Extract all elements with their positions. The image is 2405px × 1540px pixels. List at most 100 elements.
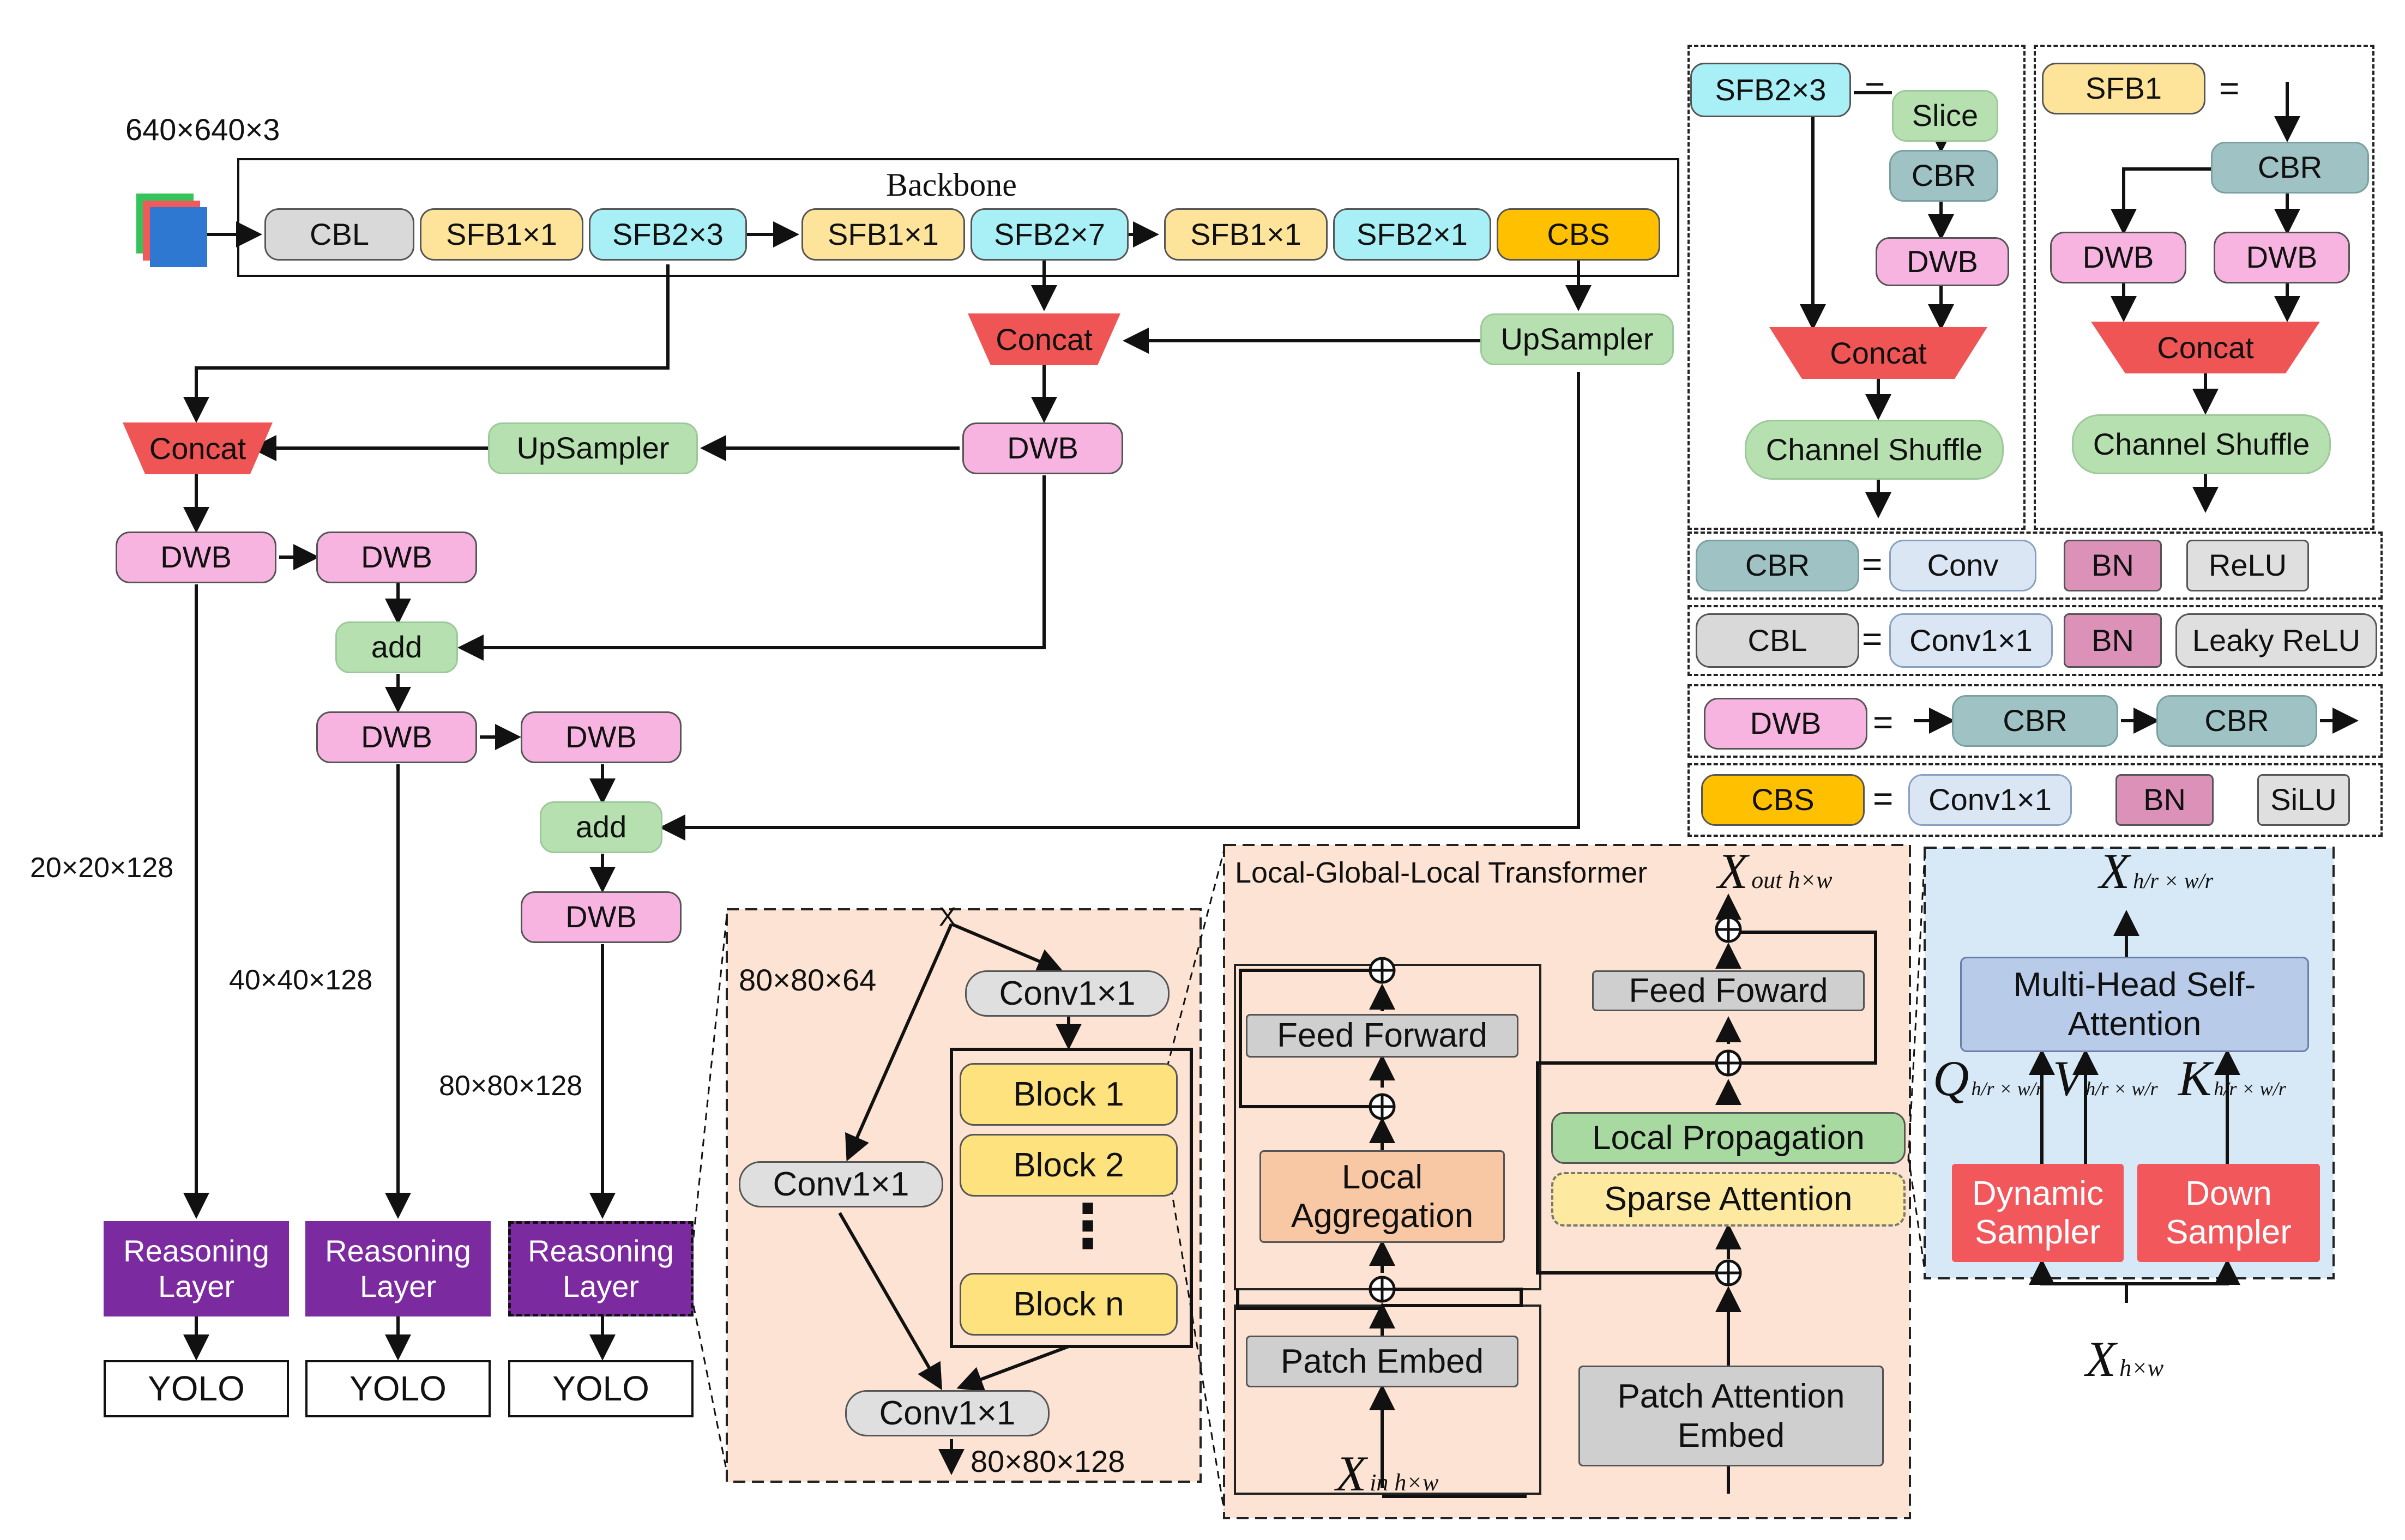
- dwb-legend-panel: [1687, 684, 2383, 758]
- legend-channel-shuffle-sfb2: Channel Shuffle: [1745, 420, 2004, 480]
- legend-eq-cbs: =: [1873, 779, 1894, 818]
- tf-patch-embed: Patch Embed: [1246, 1336, 1518, 1387]
- legend-conv1x1-cbl: Conv1×1: [1889, 613, 2053, 668]
- backbone-block-cbs: CBS: [1497, 208, 1660, 261]
- feature-size-40: 40×40×128: [229, 964, 373, 996]
- legend-cbs: CBS: [1701, 774, 1865, 826]
- legend-silu: SiLU: [2257, 774, 2350, 826]
- rd-in-size: 80×80×64: [739, 963, 877, 997]
- sfb2-legend-panel: [1687, 45, 2026, 530]
- backbone-block-sfb2-3: SFB2×3: [589, 208, 747, 261]
- legend-cbr-sfb1: CBR: [2211, 142, 2369, 194]
- legend-sfb2: SFB2×3: [1690, 63, 1851, 117]
- legend-relu: ReLU: [2186, 540, 2309, 591]
- tf-local-propagation: Local Propagation: [1551, 1112, 1906, 1164]
- rd-conv-left: Conv1×1: [739, 1161, 943, 1207]
- att-dynamic-sampler: Dynamic Sampler: [1952, 1164, 2124, 1262]
- backbone-block-cbl: CBL: [264, 208, 414, 261]
- yolo-head-3: YOLO: [508, 1360, 694, 1417]
- concat-left: Concat: [123, 422, 273, 474]
- dwb-2b: DWB: [521, 711, 682, 763]
- legend-cbr: CBR: [1696, 540, 1859, 591]
- rd-block-n: Block n: [960, 1273, 1178, 1336]
- rd-x-label: X: [939, 903, 957, 932]
- backbone-block-sfb1-2: SFB1×1: [801, 208, 965, 261]
- legend-channel-shuffle-sfb1: Channel Shuffle: [2072, 414, 2331, 474]
- legend-dwb-sfb2: DWB: [1876, 237, 2009, 286]
- add-1: add: [335, 621, 458, 673]
- att-mhsa: Multi-Head Self-Attention: [1960, 957, 2309, 1052]
- upsampler-left: UpSampler: [488, 422, 698, 474]
- backbone-block-sfb1-3: SFB1×1: [1164, 208, 1328, 261]
- sfb1-legend-panel: [2034, 45, 2374, 530]
- tf-local-aggregation: Local Aggregation: [1259, 1150, 1505, 1243]
- legend-eq-sfb2: =: [1865, 69, 1885, 108]
- cbr-legend-panel: [1687, 532, 2383, 600]
- legend-conv: Conv: [1889, 540, 2036, 591]
- att-down-sampler: Down Sampler: [2137, 1164, 2320, 1262]
- backbone-title: Backbone: [886, 167, 1017, 203]
- backbone-block-sfb1-1: SFB1×1: [420, 208, 583, 261]
- legend-bn-cbr: BN: [2064, 540, 2162, 591]
- rd-dots: ⋮: [1058, 1193, 1118, 1260]
- reasoning-layer-1: Reasoning Layer: [104, 1221, 289, 1316]
- rd-out-size: 80×80×128: [971, 1444, 1125, 1478]
- rd-block-1: Block 1: [960, 1063, 1178, 1126]
- transformer-title: Local-Global-Local Transformer: [1235, 856, 1648, 889]
- legend-eq-cbr: =: [1862, 545, 1883, 584]
- legend-concat-sfb2: Concat: [1769, 327, 1987, 379]
- dwb-1b: DWB: [316, 532, 477, 583]
- legend-cbr-sfb2: CBR: [1889, 150, 1998, 202]
- rd-conv-top: Conv1×1: [965, 970, 1170, 1017]
- yolo-head-2: YOLO: [305, 1360, 491, 1417]
- backbone-block-sfb2-1: SFB2×1: [1333, 208, 1491, 261]
- legend-dwb-cbr-2: CBR: [2156, 695, 2317, 747]
- legend-eq-cbl: =: [1862, 619, 1883, 659]
- legend-dwb: DWB: [1704, 698, 1867, 750]
- dwb-2a: DWB: [316, 711, 477, 763]
- dwb-3: DWB: [521, 891, 682, 943]
- reasoning-layer-3: Reasoning Layer: [508, 1221, 694, 1316]
- legend-dwb-sfb1-left: DWB: [2050, 232, 2186, 283]
- yolo-head-1: YOLO: [104, 1360, 289, 1417]
- tf-patch-attention-embed: Patch Attention Embed: [1578, 1366, 1884, 1466]
- legend-conv1x1-cbs: Conv1×1: [1908, 774, 2072, 826]
- legend-bn-cbs: BN: [2115, 774, 2214, 826]
- rd-block-2: Block 2: [960, 1134, 1178, 1197]
- concat-mid: Concat: [968, 313, 1120, 365]
- feature-size-20: 20×20×128: [30, 852, 174, 884]
- legend-dwb-sfb1-right: DWB: [2214, 232, 2350, 283]
- backbone-block-sfb2-7: SFB2×7: [971, 208, 1129, 261]
- dwb-mid: DWB: [962, 422, 1123, 474]
- legend-slice: Slice: [1892, 90, 1998, 142]
- add-2: add: [540, 801, 662, 853]
- dwb-1a: DWB: [116, 532, 276, 583]
- cbl-legend-panel: [1687, 605, 2383, 676]
- backbone-frame: [237, 158, 1679, 277]
- rd-conv-bottom: Conv1×1: [845, 1390, 1050, 1436]
- legend-sfb1: SFB1: [2042, 63, 2205, 114]
- input-size-label: 640×640×3: [125, 112, 280, 147]
- legend-bn-cbl: BN: [2064, 613, 2162, 668]
- legend-eq-dwb: =: [1873, 703, 1894, 742]
- tf-feed-foward: Feed Foward: [1592, 970, 1865, 1011]
- tf-feed-forward: Feed Forward: [1246, 1014, 1518, 1058]
- legend-dwb-cbr-1: CBR: [1952, 695, 2118, 747]
- legend-concat-sfb1: Concat: [2091, 322, 2320, 373]
- feature-size-80: 80×80×128: [439, 1070, 583, 1102]
- upsampler-top: UpSampler: [1480, 313, 1674, 365]
- cbs-legend-panel: [1687, 763, 2383, 837]
- reasoning-layer-2: Reasoning Layer: [305, 1221, 491, 1316]
- legend-cbl: CBL: [1696, 613, 1859, 668]
- tf-sparse-attention: Sparse Attention: [1551, 1172, 1906, 1227]
- legend-eq-sfb1: =: [2219, 69, 2240, 108]
- legend-leaky-relu: Leaky ReLU: [2175, 613, 2377, 668]
